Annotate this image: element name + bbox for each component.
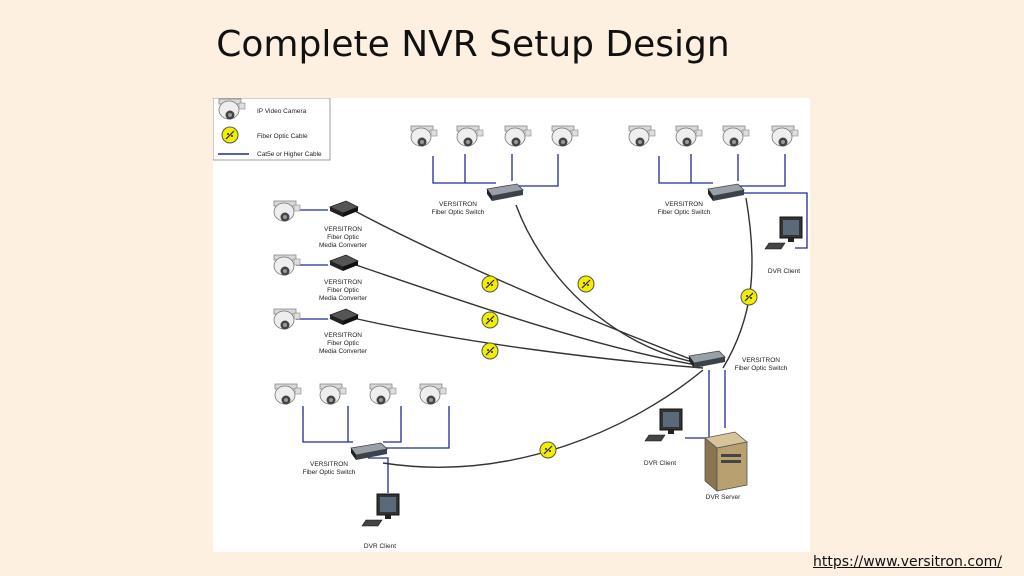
dvr-client-top-right-icon <box>764 216 803 250</box>
camera-icon <box>419 383 447 405</box>
camera-icon <box>273 254 301 276</box>
camera-icon <box>319 383 347 405</box>
fiber-cable-mc1 <box>352 209 704 365</box>
fiber-cable-bottom-switch <box>382 369 704 468</box>
camera-icon <box>273 308 301 330</box>
label-media-converter: Media Converter <box>319 348 368 355</box>
media-converter-1-icon <box>329 200 359 218</box>
camera-icon <box>410 125 438 147</box>
network-diagram: IP Video Camera Fiber Optic Cable Cat5e … <box>213 98 810 552</box>
label-fiber-optic: Fiber Optic <box>327 234 360 241</box>
camera-icon <box>369 383 397 405</box>
fiber-connector-icon <box>740 288 758 306</box>
fiber-cable-mc2 <box>352 263 704 367</box>
fiber-connector-icon <box>481 311 499 329</box>
dvr-client-center-icon <box>644 408 683 442</box>
camera-icon <box>273 200 301 222</box>
fiber-cable-top-right-switch <box>722 197 753 369</box>
label-switch: Fiber Optic Switch <box>303 469 356 476</box>
camera-group-top-right <box>628 125 799 147</box>
legend-cat5-label: Cat5e or Higher Cable <box>257 151 322 158</box>
media-converter-3-icon <box>329 308 359 326</box>
dvr-server-icon <box>704 431 748 492</box>
camera-group-media-converters <box>273 200 301 330</box>
dvr-client-bottom-icon <box>361 493 400 527</box>
label-brand: VERSITRON <box>324 332 362 339</box>
fiber-switch-central-icon <box>688 350 726 369</box>
label-fiber-optic: Fiber Optic <box>327 287 360 294</box>
slide-title: Complete NVR Setup Design <box>216 24 730 65</box>
fiber-connector-icon <box>577 275 595 293</box>
label-brand: VERSITRON <box>665 201 703 208</box>
legend-fiber-icon <box>221 126 239 144</box>
label-media-converter: Media Converter <box>319 295 368 302</box>
camera-group-top-left <box>410 125 579 147</box>
camera-icon <box>675 125 703 147</box>
label-dvr-client: DVR Client <box>768 268 800 275</box>
label-switch: Fiber Optic Switch <box>432 209 485 216</box>
camera-icon <box>551 125 579 147</box>
camera-icon <box>456 125 484 147</box>
camera-icon <box>628 125 656 147</box>
camera-icon <box>771 125 799 147</box>
fiber-cables <box>352 197 753 468</box>
fiber-cable-mc3 <box>352 317 704 369</box>
label-brand: VERSITRON <box>324 279 362 286</box>
label-dvr-client: DVR Client <box>364 543 396 550</box>
legend-camera-label: IP Video Camera <box>257 108 307 115</box>
fiber-cable-top-left-switch <box>515 204 704 365</box>
camera-icon <box>274 383 302 405</box>
diagram-canvas: IP Video Camera Fiber Optic Cable Cat5e … <box>213 98 808 550</box>
label-fiber-optic: Fiber Optic <box>327 340 360 347</box>
fiber-connector-icon <box>539 441 557 459</box>
fiber-connector-icon <box>481 342 499 360</box>
media-converter-2-icon <box>329 254 359 272</box>
label-switch: Fiber Optic Switch <box>735 365 788 372</box>
legend: IP Video Camera Fiber Optic Cable Cat5e … <box>213 98 331 161</box>
label-brand: VERSITRON <box>324 226 362 233</box>
label-dvr-server: DVR Server <box>706 494 742 501</box>
label-media-converter: Media Converter <box>319 242 368 249</box>
cat5-cables <box>296 154 808 493</box>
label-brand: VERSITRON <box>439 201 477 208</box>
label-dvr-client: DVR Client <box>644 460 676 467</box>
fiber-connectors <box>481 275 758 459</box>
camera-icon <box>504 125 532 147</box>
camera-group-bottom <box>274 383 447 405</box>
source-link[interactable]: https://www.versitron.com/ <box>813 554 1002 570</box>
fiber-connector-icon <box>481 275 499 293</box>
label-brand: VERSITRON <box>310 461 348 468</box>
label-switch: Fiber Optic Switch <box>658 209 711 216</box>
legend-fiber-label: Fiber Optic Cable <box>257 133 308 140</box>
fiber-switch-top-right-icon <box>707 183 745 202</box>
fiber-switch-top-left-icon <box>486 183 524 202</box>
camera-icon <box>722 125 750 147</box>
label-brand: VERSITRON <box>742 357 780 364</box>
